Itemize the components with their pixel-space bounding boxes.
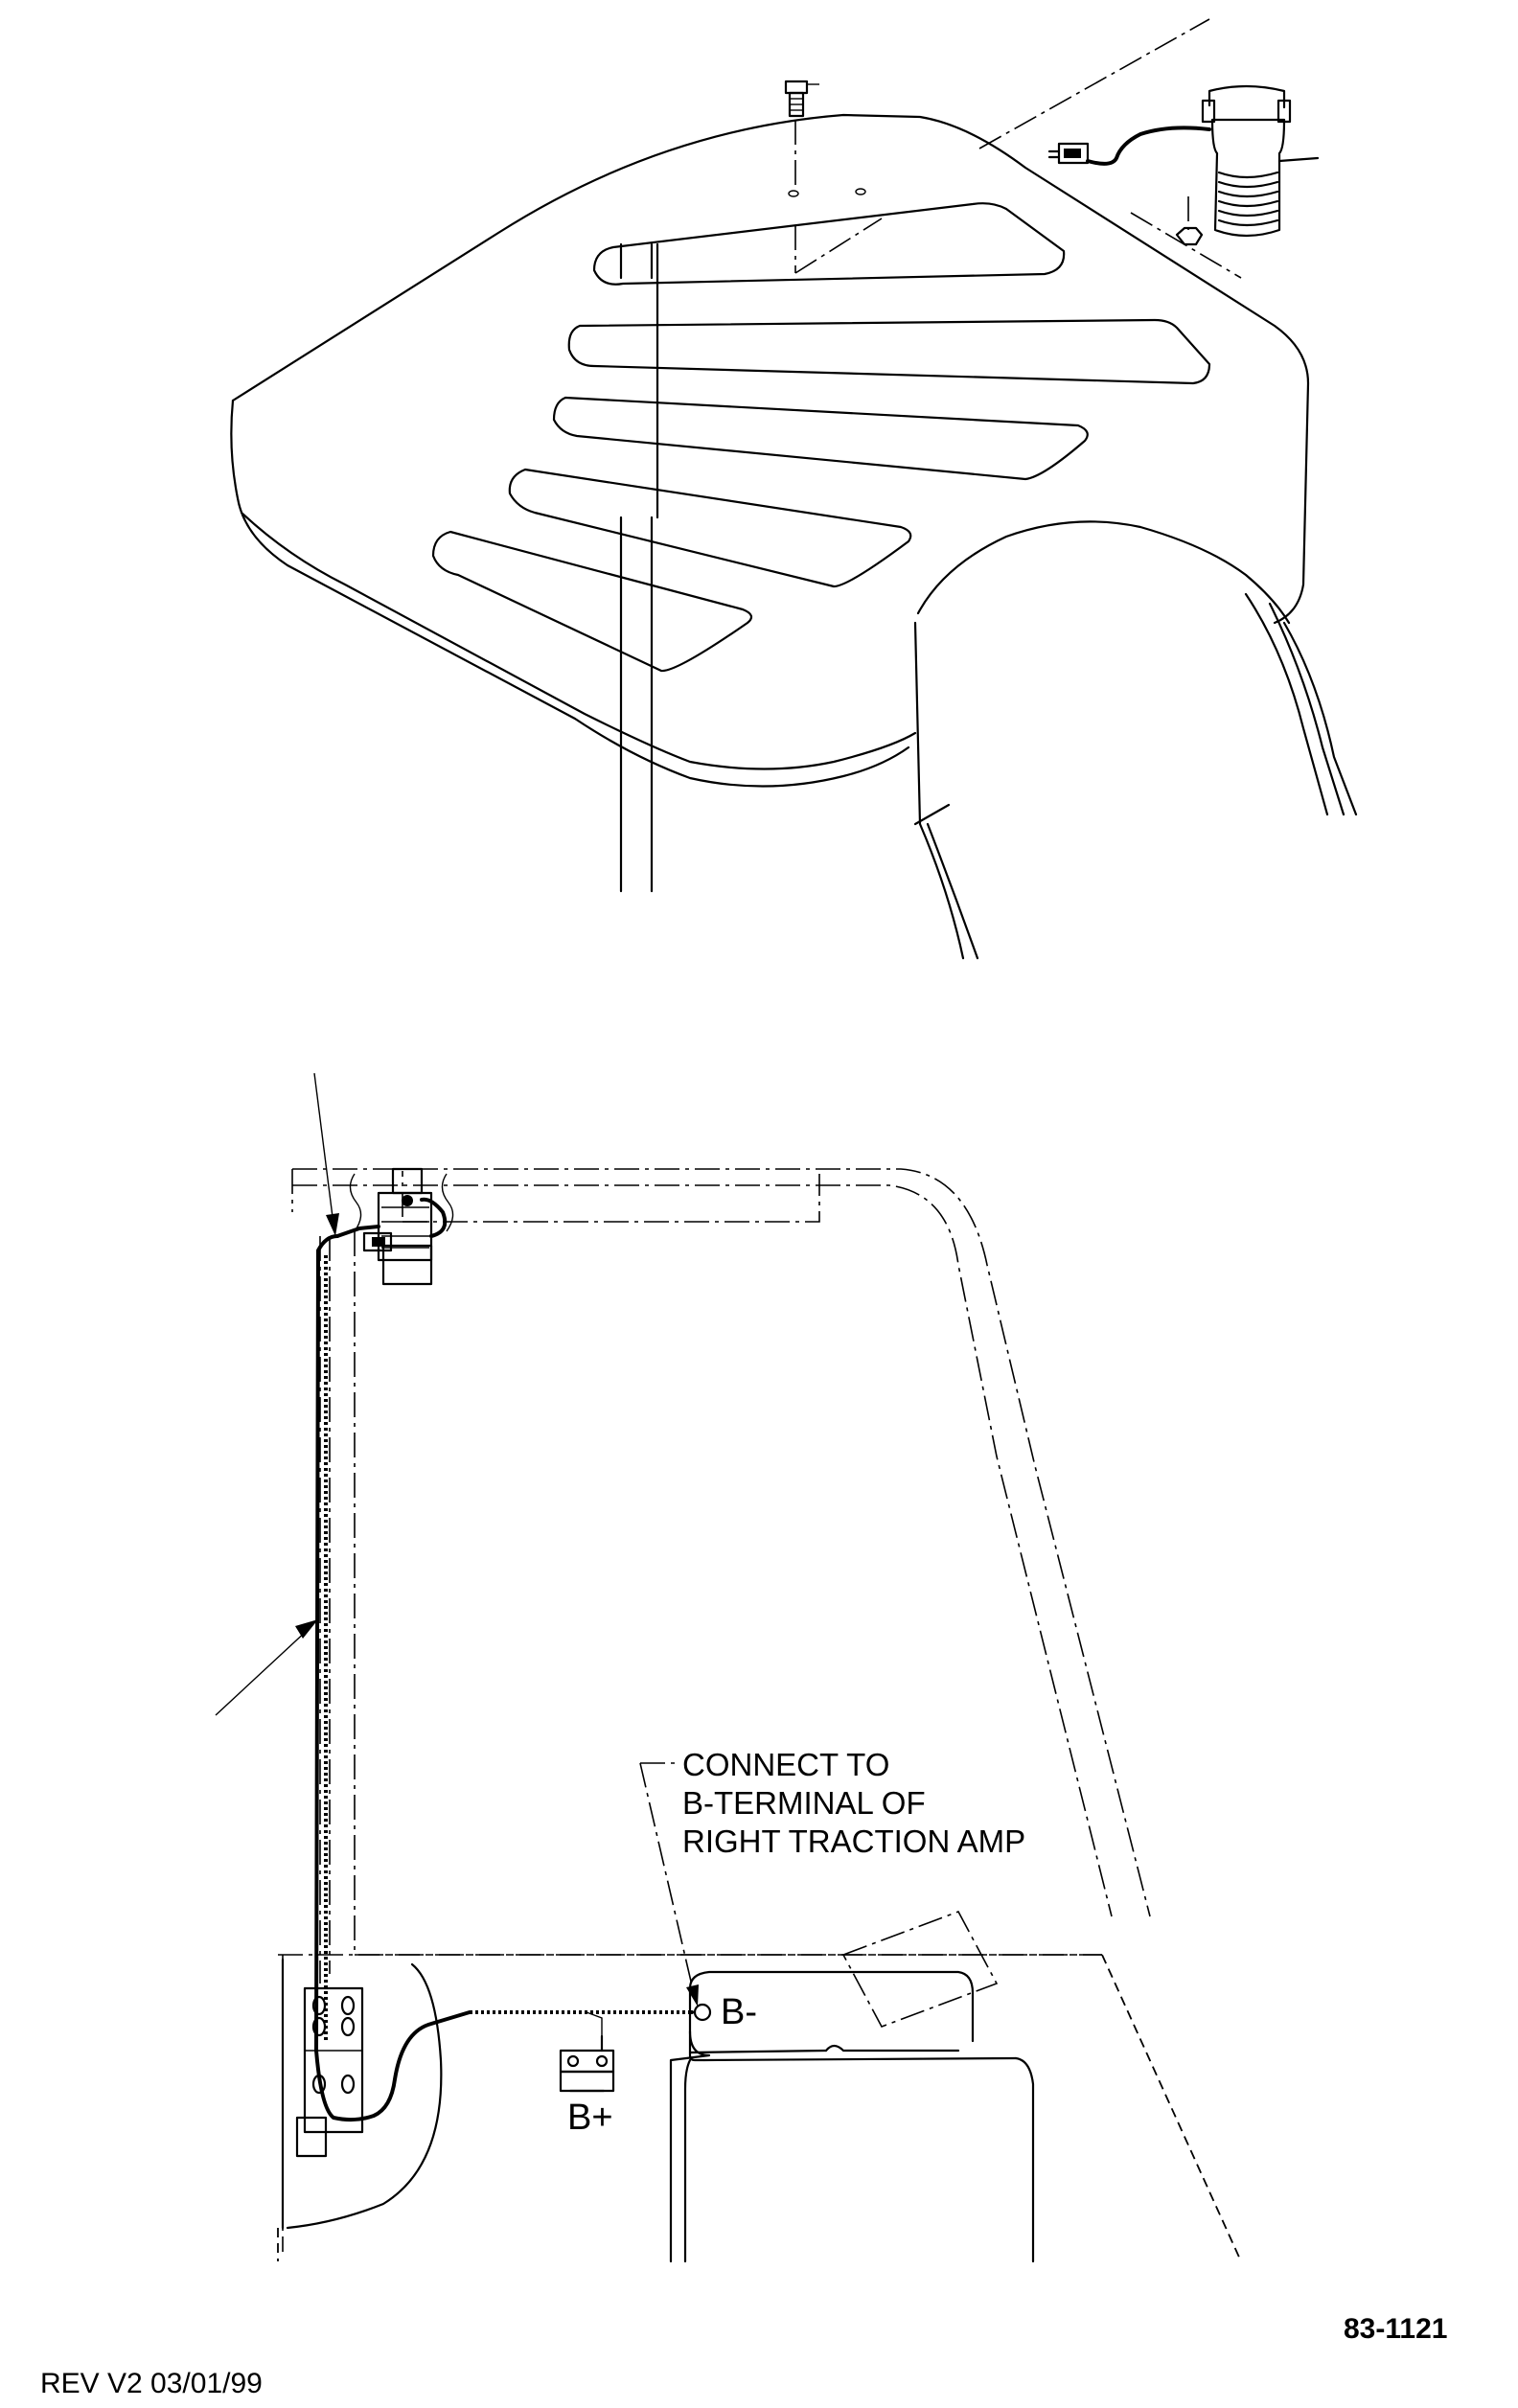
mounting-bolt-icon [784,80,866,197]
mounting-bracket-icon [295,1986,364,2158]
connector-icon [1047,142,1090,165]
b-minus-label: B- [721,1992,757,2032]
drawing-number: 83-1121 [1344,2313,1447,2345]
callout-line-2: B-TERMINAL OF [682,1785,926,1821]
strobe-light-icon [1201,84,1320,238]
overhead-guard-view [230,18,1358,960]
hex-nut-icon [1175,196,1204,246]
side-view-wiring: CONNECT TO B-TERMINAL OF RIGHT TRACTION … [215,1072,1242,2263]
strobe-light-icon [335,1167,448,1286]
revision-label: REV V2 03/01/99 [40,2368,263,2399]
callout-line-3: RIGHT TRACTION AMP [682,1823,1025,1859]
ring-terminal-icon [688,2003,712,2022]
b-plus-label: B+ [567,2098,613,2138]
callout-line-1: CONNECT TO [682,1747,889,1782]
b-plus-terminal-icon [559,2034,615,2093]
connector-icon [362,1231,393,1252]
